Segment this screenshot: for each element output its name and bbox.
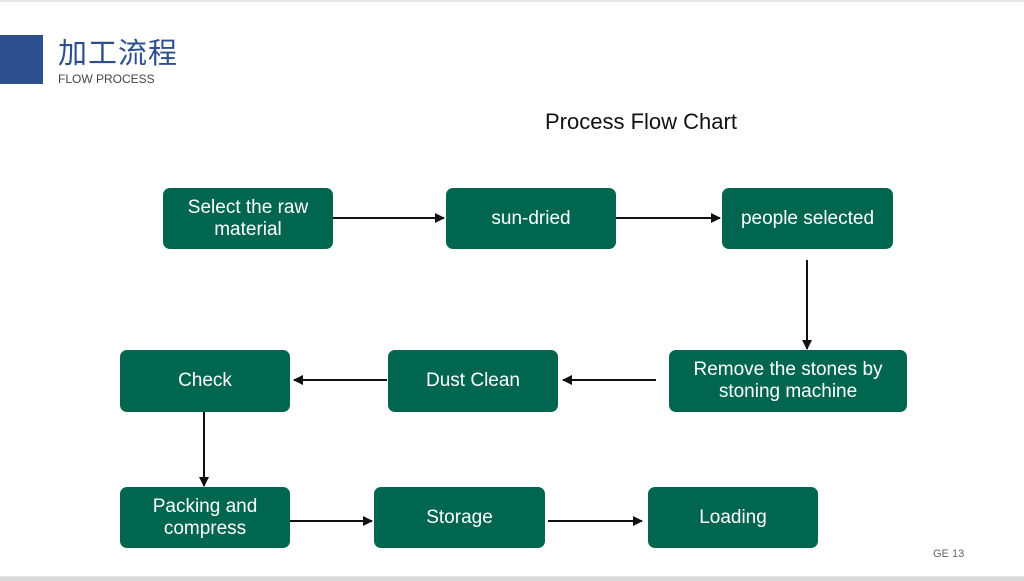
page-number: GE 13 [933,548,965,560]
step-remove-stones: Remove the stones by stoning machine [669,350,907,412]
page-subtitle: FLOW PROCESS [58,72,155,86]
flow-chart-title: Process Flow Chart [545,109,737,134]
step-check: Check [120,350,290,412]
step-packing-compress: Packing and compress [120,487,290,548]
step-people-selected: people selected [722,188,893,249]
step-dust-clean: Dust Clean [388,350,558,412]
step-storage: Storage [374,487,545,548]
header-accent-block [0,35,43,84]
bottom-border [0,577,1024,581]
step-select-raw-material: Select the raw material [163,188,333,249]
page-title: 加工流程 [58,36,179,70]
step-loading: Loading [648,487,818,548]
step-sun-dried: sun-dried [446,188,616,249]
